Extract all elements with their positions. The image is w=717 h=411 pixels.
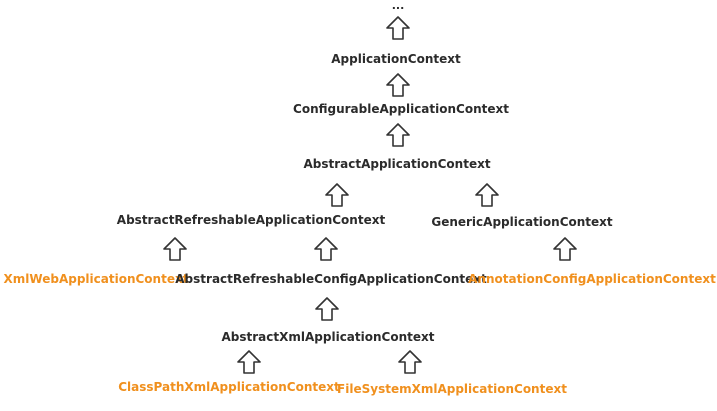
- node-xml-web-application-context: XmlWebApplicationContext: [3, 272, 189, 286]
- inherit-arrow-icon: [385, 15, 411, 41]
- node-file-system-xml-application-context: FileSystemXmlApplicationContext: [337, 382, 567, 396]
- node-class-path-xml-application-context: ClassPathXmlApplicationContext: [118, 380, 340, 394]
- node-abstract-refreshable-application-context: AbstractRefreshableApplicationContext: [116, 213, 386, 227]
- node-ellipsis: ...: [391, 0, 405, 12]
- inherit-arrow-icon: [474, 182, 500, 208]
- node-generic-application-context: GenericApplicationContext: [431, 215, 613, 229]
- inherit-arrow-icon: [236, 349, 262, 375]
- node-abstract-application-context: AbstractApplicationContext: [303, 157, 491, 171]
- inherit-arrow-icon: [162, 236, 188, 262]
- node-abstract-xml-application-context: AbstractXmlApplicationContext: [221, 330, 435, 344]
- inherit-arrow-icon: [397, 349, 423, 375]
- inherit-arrow-icon: [313, 236, 339, 262]
- node-annotation-config-application-context: AnnotationConfigApplicationContext: [468, 272, 716, 286]
- inherit-arrow-icon: [324, 182, 350, 208]
- inherit-arrow-icon: [314, 296, 340, 322]
- inherit-arrow-icon: [552, 236, 578, 262]
- node-configurable-application-context: ConfigurableApplicationContext: [293, 102, 509, 116]
- inherit-arrow-icon: [385, 72, 411, 98]
- node-abstract-refreshable-config-application-context: AbstractRefreshableConfigApplicationCont…: [175, 272, 487, 286]
- inherit-arrow-icon: [385, 122, 411, 148]
- node-application-context: ApplicationContext: [331, 52, 461, 66]
